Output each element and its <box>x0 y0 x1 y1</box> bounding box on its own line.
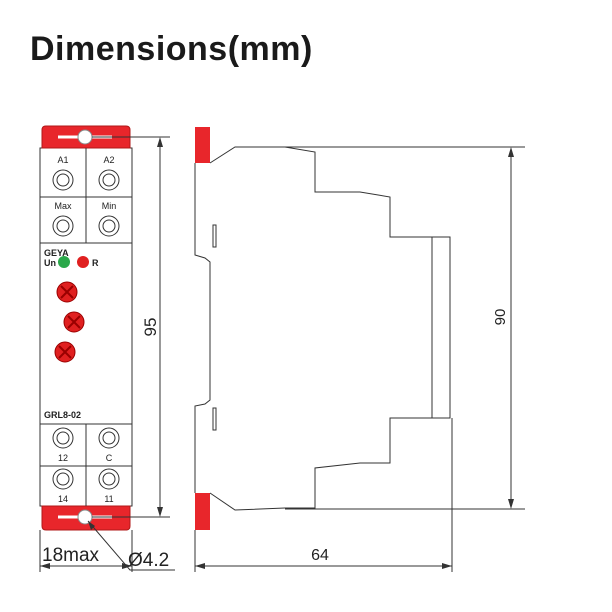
knob-time[interactable] <box>54 341 76 363</box>
knob-mode[interactable] <box>56 281 78 303</box>
knob-sensitivity[interactable] <box>63 311 85 333</box>
terminal-label-12: 12 <box>58 453 68 463</box>
terminal-screws-bottom-2 <box>52 468 120 490</box>
side-view <box>194 127 451 530</box>
terminal-label-14: 14 <box>58 494 68 504</box>
terminal-label-a1: A1 <box>57 155 68 165</box>
terminal-label-c: C <box>106 453 113 463</box>
side-top-clip <box>195 127 210 163</box>
terminal-screws-bottom-1 <box>52 427 120 449</box>
page-title: Dimensions(mm) <box>30 30 313 68</box>
dimension-64: 64 <box>194 418 453 572</box>
power-led-icon <box>58 256 70 268</box>
dimension-90: 90 <box>285 146 525 510</box>
terminal-screws-top <box>52 169 120 191</box>
indicator-label-r: R <box>92 258 99 268</box>
dimension-95: 95 <box>92 136 170 518</box>
dimension-18max: 18max <box>39 530 133 572</box>
svg-text:Ø4.2: Ø4.2 <box>128 550 169 571</box>
terminal-label-min: Min <box>102 201 117 211</box>
svg-text:64: 64 <box>311 547 329 564</box>
model-label: GRL8-02 <box>44 410 81 420</box>
indicator-label-un: Un <box>44 258 56 268</box>
front-view: A1 A2 Max Min GEYA Un R GRL8-02 12 C <box>39 125 133 531</box>
relay-led-icon <box>77 256 89 268</box>
brand-logo: GEYA <box>44 248 69 258</box>
terminal-label-11: 11 <box>104 494 113 504</box>
terminal-screws-mid <box>52 215 120 237</box>
terminal-label-max: Max <box>54 201 72 211</box>
side-bottom-clip <box>195 493 210 530</box>
svg-text:90: 90 <box>492 309 509 326</box>
svg-text:95: 95 <box>141 318 160 337</box>
svg-text:18max: 18max <box>42 545 100 566</box>
dimension-hole-diameter: Ø4.2 <box>87 520 175 571</box>
top-mount-hole <box>77 129 93 145</box>
bottom-mount-hole <box>77 509 93 525</box>
terminal-label-a2: A2 <box>103 155 114 165</box>
